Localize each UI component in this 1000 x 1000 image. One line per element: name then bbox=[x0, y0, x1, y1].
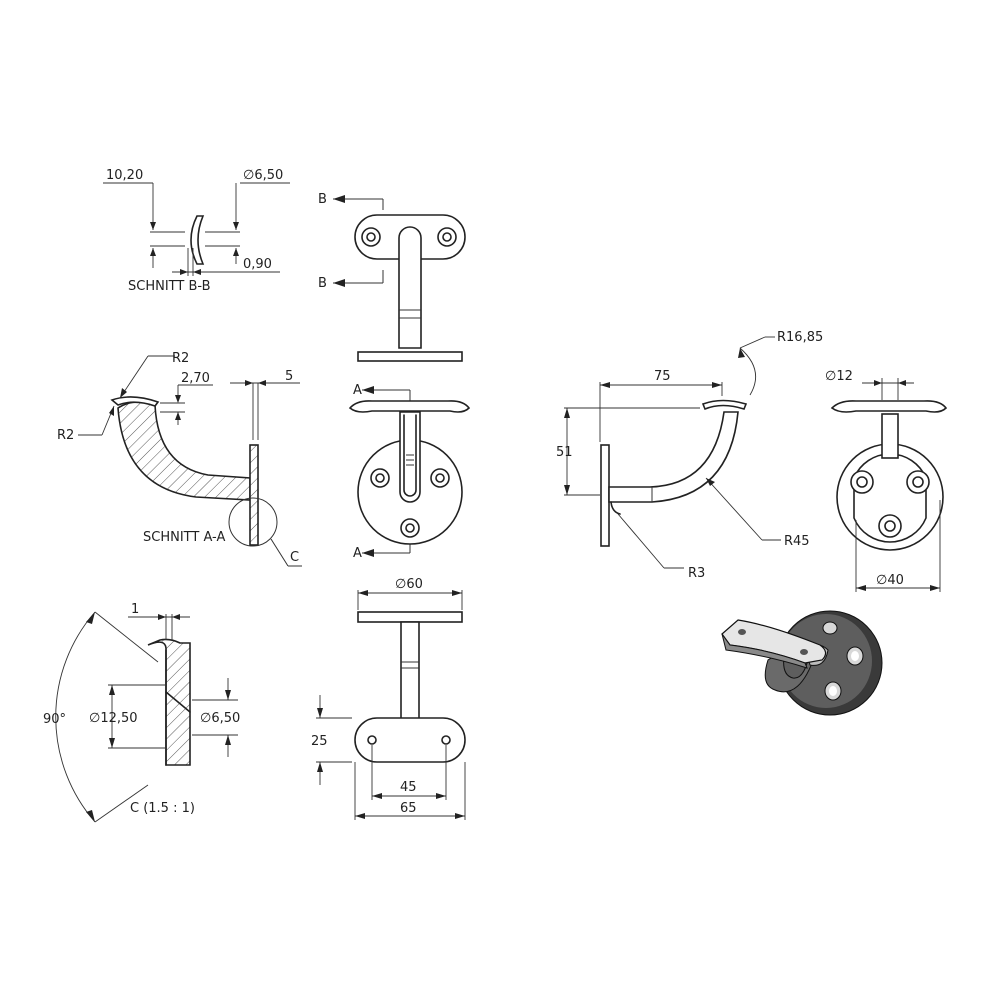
side-wall-plate bbox=[600, 444, 610, 547]
bottom-view: ∅60 25 45 65 bbox=[311, 577, 466, 820]
section-aa-arm bbox=[117, 401, 251, 501]
dim-dia-12-50: ∅12,50 bbox=[89, 711, 138, 726]
dim-r2-top: R2 bbox=[172, 351, 189, 366]
detail-c-mark: C bbox=[290, 550, 299, 565]
detail-c-title: C (1.5 : 1) bbox=[130, 801, 195, 816]
detail-c-view: 1 90° ∅12,50 ∅6,50 C (1.5 : 1) bbox=[43, 602, 240, 823]
section-aa-view: 5 R2 2,70 R2 C SCHNITT A-A bbox=[57, 351, 302, 567]
wall-plate-edge-top bbox=[357, 351, 463, 362]
dim-75: 75 bbox=[654, 369, 671, 384]
dim-65: 65 bbox=[400, 801, 417, 816]
handrail-saddle-front bbox=[348, 400, 471, 413]
dim-r3: R3 bbox=[688, 566, 705, 581]
dim-r45: R45 bbox=[784, 534, 810, 549]
detail-c-circle bbox=[228, 497, 278, 547]
dim-dia-40: ∅40 bbox=[876, 573, 904, 588]
dim-5: 5 bbox=[285, 369, 293, 384]
end-view: ∅12 ∅40 bbox=[825, 369, 948, 592]
dim-45: 45 bbox=[400, 780, 417, 795]
dim-1: 1 bbox=[131, 602, 139, 617]
dim-51: 51 bbox=[556, 445, 573, 460]
section-aa-title: SCHNITT A-A bbox=[143, 530, 225, 545]
dim-0-90: 0,90 bbox=[243, 257, 272, 272]
isometric-render bbox=[721, 610, 883, 716]
dim-10-20: 10,20 bbox=[106, 168, 143, 183]
section-aa-plate bbox=[249, 444, 259, 546]
side-view: 75 51 R16,85 R45 R3 bbox=[556, 330, 823, 581]
bottom-stem bbox=[400, 621, 420, 720]
dim-r2-left: R2 bbox=[57, 428, 74, 443]
bottom-wall-plate-edge bbox=[357, 611, 463, 623]
section-mark-b-top: B bbox=[318, 192, 327, 207]
dim-dia-6-50: ∅6,50 bbox=[243, 168, 283, 183]
stem-front-view bbox=[399, 411, 421, 503]
bottom-saddle bbox=[354, 717, 466, 763]
section-bb-title: SCHNITT B-B bbox=[128, 279, 211, 294]
section-mark-a-bottom: A bbox=[353, 546, 362, 561]
dim-dia-6-50-detail: ∅6,50 bbox=[200, 711, 240, 726]
dim-r16-85: R16,85 bbox=[777, 330, 823, 345]
section-bb-profile bbox=[190, 215, 205, 265]
stem-top-view bbox=[398, 226, 422, 349]
dim-2-70: 2,70 bbox=[181, 371, 210, 386]
detail-c-plate bbox=[147, 638, 191, 766]
section-mark-b-bottom: B bbox=[318, 276, 327, 291]
end-saddle bbox=[830, 400, 948, 413]
section-mark-a-top: A bbox=[353, 383, 362, 398]
dim-90-deg: 90° bbox=[43, 712, 66, 727]
dim-dia-12: ∅12 bbox=[825, 369, 853, 384]
top-view: B B bbox=[318, 192, 466, 362]
section-bb-view: 10,20 ∅6,50 0,90 SCHNITT B-B bbox=[103, 168, 290, 294]
dim-25: 25 bbox=[311, 734, 328, 749]
end-stem bbox=[881, 413, 899, 459]
side-arm bbox=[608, 411, 739, 503]
dim-dia-60: ∅60 bbox=[395, 577, 423, 592]
side-saddle bbox=[701, 399, 748, 411]
front-view: A A bbox=[348, 383, 471, 561]
